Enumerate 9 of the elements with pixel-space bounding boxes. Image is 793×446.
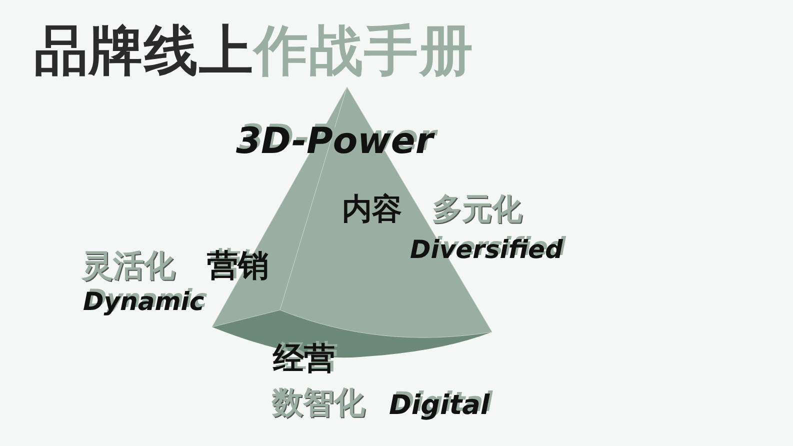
label-text: Diversified bbox=[410, 237, 563, 262]
label-text: 数智化 bbox=[272, 388, 365, 419]
title: 品牌线上作战手册 bbox=[34, 24, 474, 78]
label-text: 多元化 bbox=[432, 195, 522, 225]
label-text: 内容 bbox=[342, 195, 402, 225]
label-text: Dynamic bbox=[83, 289, 204, 314]
label-text: 灵活化 bbox=[82, 251, 175, 282]
heading-text: 3D-Power bbox=[236, 124, 434, 160]
label-text: Digital bbox=[389, 392, 490, 419]
